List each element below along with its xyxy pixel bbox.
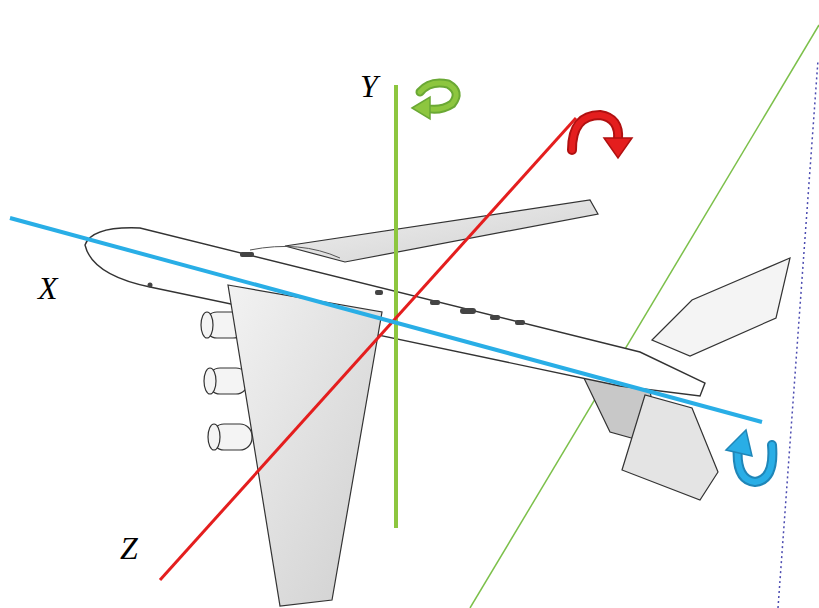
lower-stabilizer (622, 395, 718, 500)
z-rotation-arrow (572, 115, 632, 158)
z-axis (160, 118, 576, 580)
y-rotation-arrow (412, 83, 456, 119)
upper-stabilizer (652, 258, 790, 356)
upper-wing (285, 200, 598, 262)
axis-label: Z (120, 532, 138, 564)
fuselage-detail (250, 246, 340, 258)
x-rotation-arrow (726, 430, 772, 482)
axis-label: Y (360, 70, 378, 102)
y-axis (394, 85, 398, 528)
guide-line (470, 25, 819, 608)
x-axis (10, 218, 762, 422)
axis-label: X (38, 272, 58, 304)
guide-dotted-line (778, 60, 818, 608)
lower-wing (228, 285, 382, 606)
